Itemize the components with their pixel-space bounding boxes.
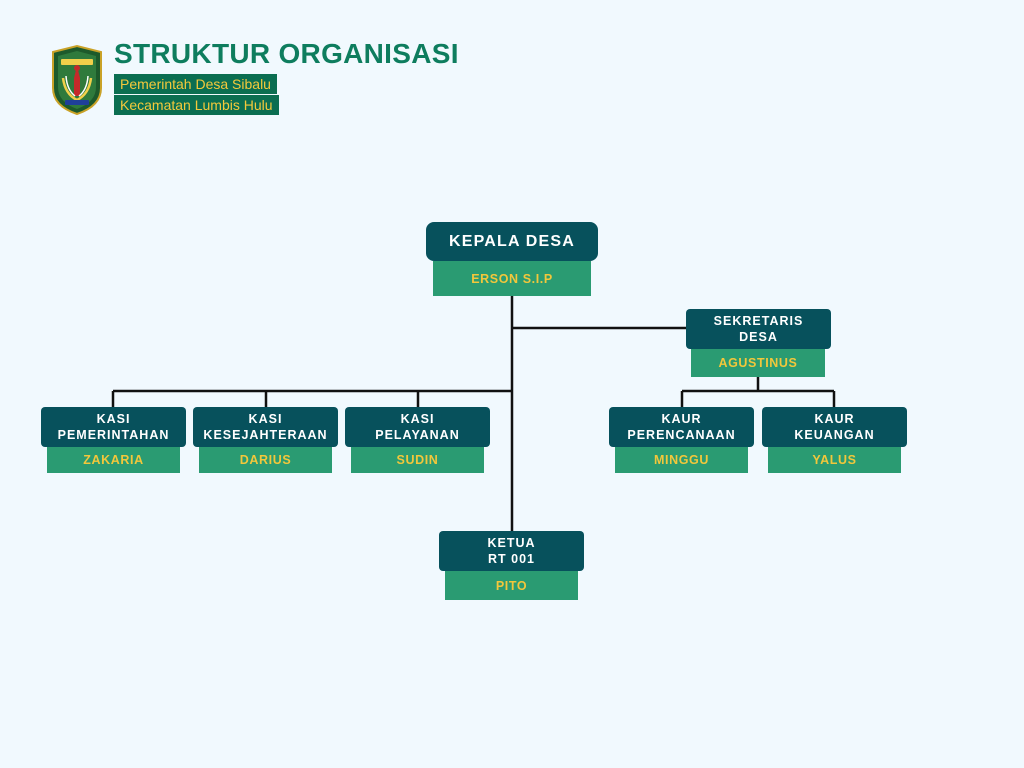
kasi-kesejahteraan-name: DARIUS <box>199 447 332 473</box>
kepala-desa-position: KEPALA DESA <box>426 222 598 261</box>
ketua-rt-name: PITO <box>445 571 578 600</box>
subtitle-government: Pemerintah Desa Sibalu <box>114 74 277 94</box>
kaur-perencanaan-position: KAUR PERENCANAAN <box>609 407 754 447</box>
ketua-rt-position: KETUA RT 001 <box>439 531 584 571</box>
kasi-kesejahteraan-position: KASI KESEJAHTERAAN <box>193 407 338 447</box>
kaur-keuangan-name: YALUS <box>768 447 901 473</box>
sekretaris-desa-name: AGUSTINUS <box>691 349 825 377</box>
kasi-pelayanan-name: SUDIN <box>351 447 484 473</box>
kaur-keuangan-position: KAUR KEUANGAN <box>762 407 907 447</box>
kasi-pemerintahan-name: ZAKARIA <box>47 447 180 473</box>
kasi-pelayanan-position: KASI PELAYANAN <box>345 407 490 447</box>
subtitle-district: Kecamatan Lumbis Hulu <box>114 95 279 115</box>
sekretaris-desa-position: SEKRETARIS DESA <box>686 309 831 349</box>
regency-emblem-logo <box>49 44 105 116</box>
kaur-perencanaan-name: MINGGU <box>615 447 748 473</box>
kepala-desa-name: ERSON S.I.P <box>433 261 591 296</box>
kasi-pemerintahan-position: KASI PEMERINTAHAN <box>41 407 186 447</box>
page-title: STRUKTUR ORGANISASI <box>114 38 459 69</box>
